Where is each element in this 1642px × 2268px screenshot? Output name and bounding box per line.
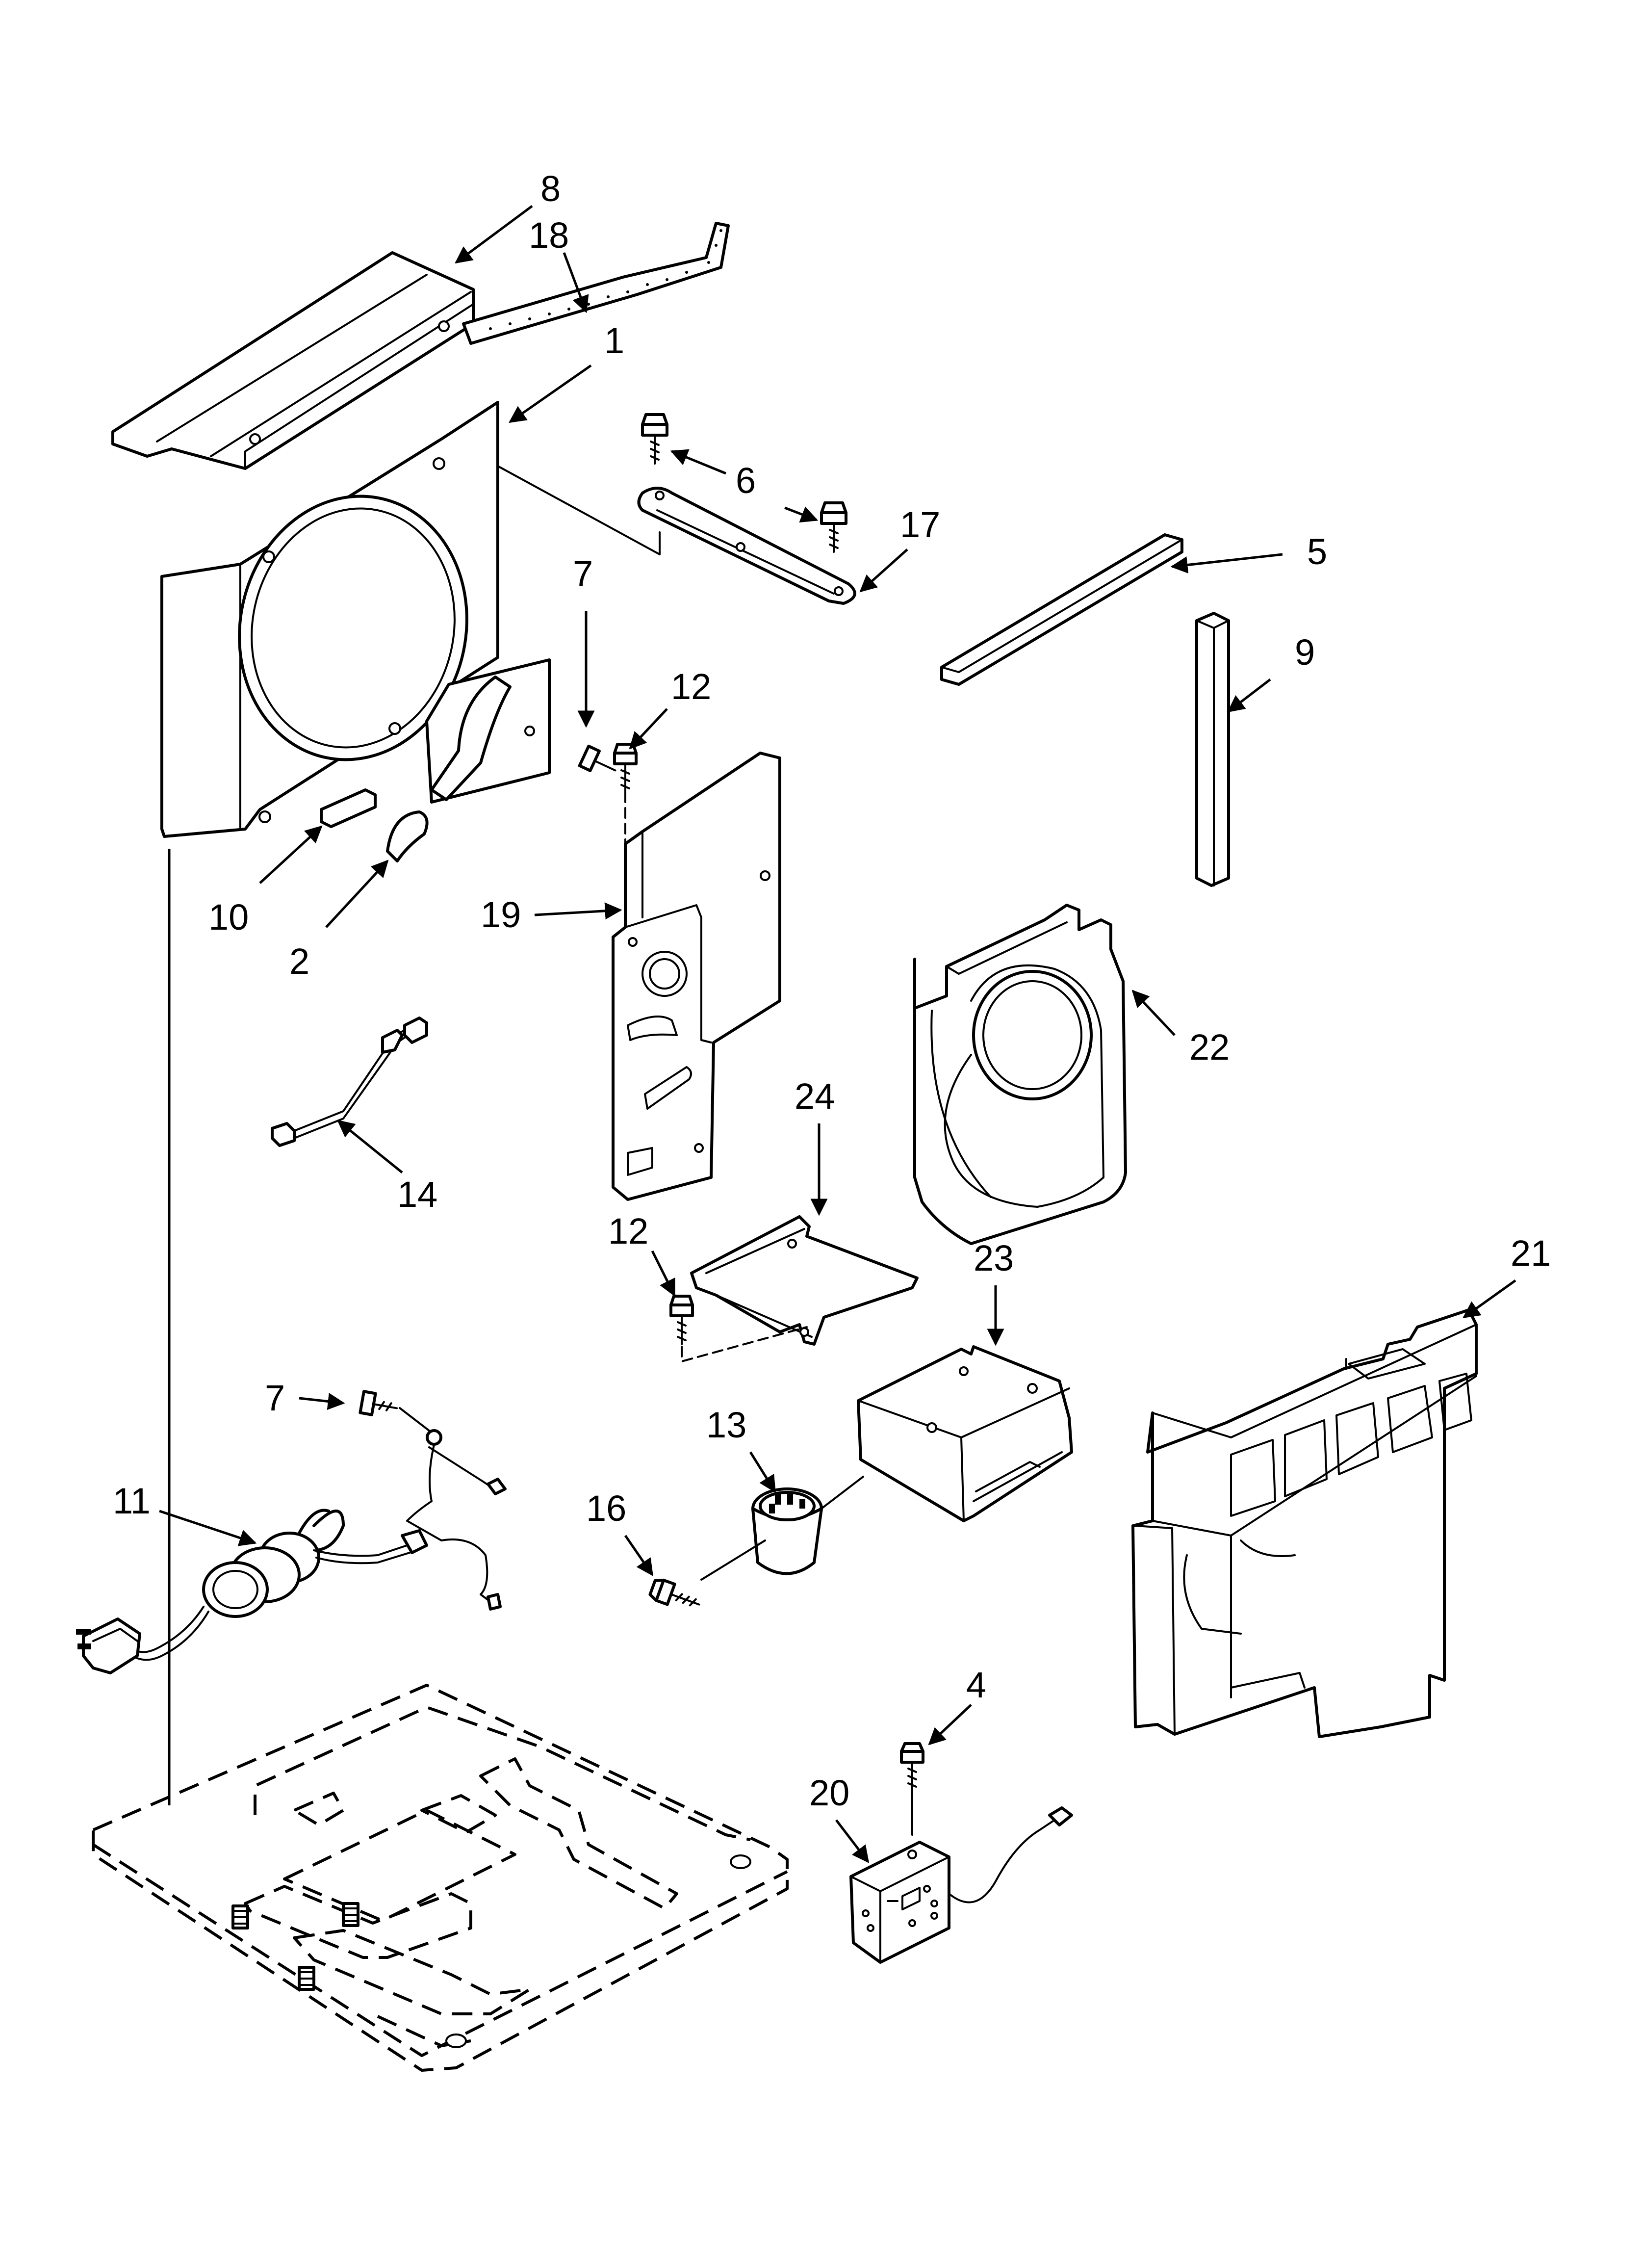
leader-lines [159,205,1516,1863]
part-8-top-panel [111,251,475,470]
part-18-foam-strip [462,222,730,345]
callouts: 8 18 1 6 17 5 9 7 12 19 10 2 22 14 24 12… [113,168,1551,1813]
part-11-power-cord [76,1429,507,1674]
part-13-capacitor [751,1476,864,1575]
callout-11: 11 [113,1481,151,1521]
part-14-wire-harness [271,1017,428,1147]
callout-12: 12 [608,1211,648,1251]
callout-6: 6 [736,460,756,501]
part-10-foam-block [320,788,377,828]
part-16-screw [648,1539,766,1607]
callout-21: 21 [1511,1233,1551,1274]
callout-5: 5 [1307,531,1327,572]
callout-7: 7 [573,553,593,594]
part-21-chassis [1131,1308,1478,1738]
callout-14: 14 [397,1174,437,1215]
part-24-bracket [690,1215,919,1346]
callout-13: 13 [706,1405,746,1445]
part-7-screw-upper [578,744,616,772]
callout-2: 2 [289,941,309,982]
callout-9: 9 [1295,632,1315,673]
part-22-blower-housing [913,904,1127,1245]
part-5-foam-strip [940,533,1183,686]
callout-22: 22 [1189,1027,1230,1068]
callout-16: 16 [586,1488,626,1529]
base-pan-grommets [231,1902,359,1991]
part-4-screw [900,1742,924,1836]
part-7-screw-lower [359,1390,433,1434]
callout-20: 20 [809,1773,849,1813]
part-17-brace [637,487,856,605]
callout-19: 19 [481,894,521,935]
part-2-bracket [386,658,551,862]
callout-18: 18 [529,215,569,256]
callout-7: 7 [265,1378,285,1418]
base-pan [92,849,789,2072]
part-12-screw-upper [613,743,638,864]
part-9-foam-strip [1195,612,1230,887]
part-20-control-board [849,1806,1073,1964]
part-12-screw-lower [669,1295,808,1362]
part-1-shroud [160,401,661,838]
part-23-control-tray [857,1345,1073,1522]
part-19-mount-plate [612,752,781,1201]
callout-24: 24 [795,1076,835,1117]
callout-23: 23 [974,1238,1014,1278]
callout-8: 8 [540,168,561,209]
callout-10: 10 [208,897,249,938]
callout-1: 1 [604,320,624,361]
callout-12: 12 [671,666,711,707]
callout-4: 4 [966,1665,986,1705]
part-6-screws [641,413,847,553]
callout-17: 17 [900,504,940,545]
